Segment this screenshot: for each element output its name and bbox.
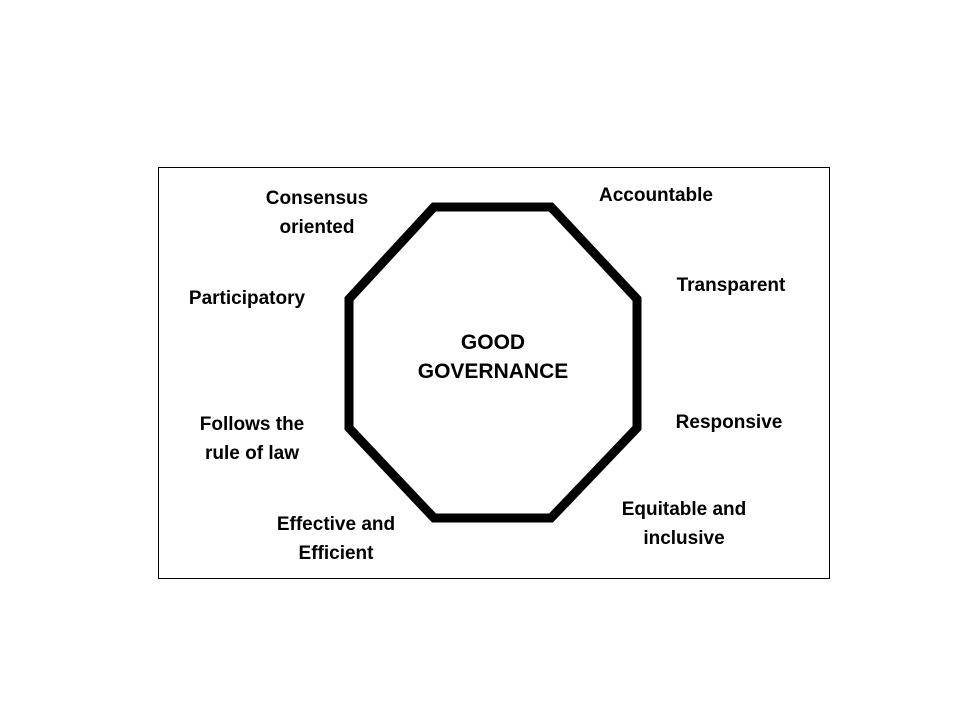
label-accountable: Accountable — [585, 181, 727, 210]
label-accountable-line1: Accountable — [598, 185, 714, 206]
label-effective-line2: Efficient — [298, 543, 374, 564]
label-participatory-line1: Participatory — [188, 288, 306, 309]
label-participatory: Participatory — [172, 284, 322, 313]
label-effective-line1: Effective and — [276, 514, 396, 535]
label-rule-of-law-line1: Follows the — [199, 414, 305, 435]
label-equitable-line1: Equitable and — [621, 499, 747, 520]
label-responsive: Responsive — [660, 408, 798, 437]
center-title-line2: GOVERNANCE — [417, 360, 569, 383]
label-consensus-oriented: Consensus oriented — [246, 184, 388, 242]
label-effective-efficient: Effective and Efficient — [260, 510, 412, 568]
label-consensus-line1: Consensus — [265, 188, 369, 209]
label-consensus-line2: oriented — [279, 217, 355, 238]
label-rule-of-law: Follows the rule of law — [179, 410, 325, 468]
label-transparent: Transparent — [660, 271, 802, 300]
diagram-frame — [158, 167, 830, 579]
label-responsive-line1: Responsive — [675, 412, 783, 433]
label-transparent-line1: Transparent — [676, 275, 786, 296]
center-title: GOOD GOVERNANCE — [392, 328, 594, 386]
center-title-line1: GOOD — [460, 331, 526, 354]
label-equitable-line2: inclusive — [643, 528, 725, 549]
label-rule-of-law-line2: rule of law — [205, 443, 299, 464]
label-equitable-inclusive: Equitable and inclusive — [604, 495, 764, 553]
